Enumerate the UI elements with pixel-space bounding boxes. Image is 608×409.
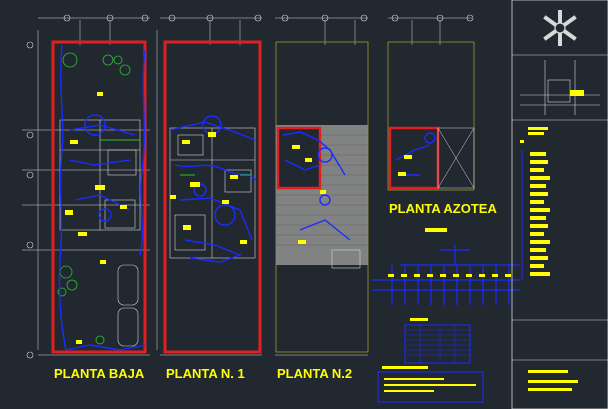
- title-block[interactable]: [511, 0, 608, 409]
- plan-planta-n2[interactable]: [275, 41, 369, 353]
- label-planta-n2: PLANTA N.2: [277, 366, 353, 381]
- diagram-unifilar[interactable]: [372, 228, 520, 305]
- label-planta-baja: PLANTA BAJA: [54, 366, 145, 381]
- label-planta-azotea: PLANTA AZOTEA: [389, 201, 497, 216]
- dimension-circles: [26, 14, 474, 359]
- label-planta-n1: PLANTA N. 1: [166, 366, 245, 381]
- wiring-planta-n2: [282, 131, 351, 241]
- notes-box[interactable]: [377, 366, 484, 403]
- load-table[interactable]: [404, 318, 471, 364]
- plan-planta-baja[interactable]: [51, 40, 147, 354]
- plan-planta-n1[interactable]: [163, 40, 262, 354]
- plan-planta-azotea[interactable]: [387, 41, 475, 191]
- wiring-planta-baja: [58, 44, 146, 351]
